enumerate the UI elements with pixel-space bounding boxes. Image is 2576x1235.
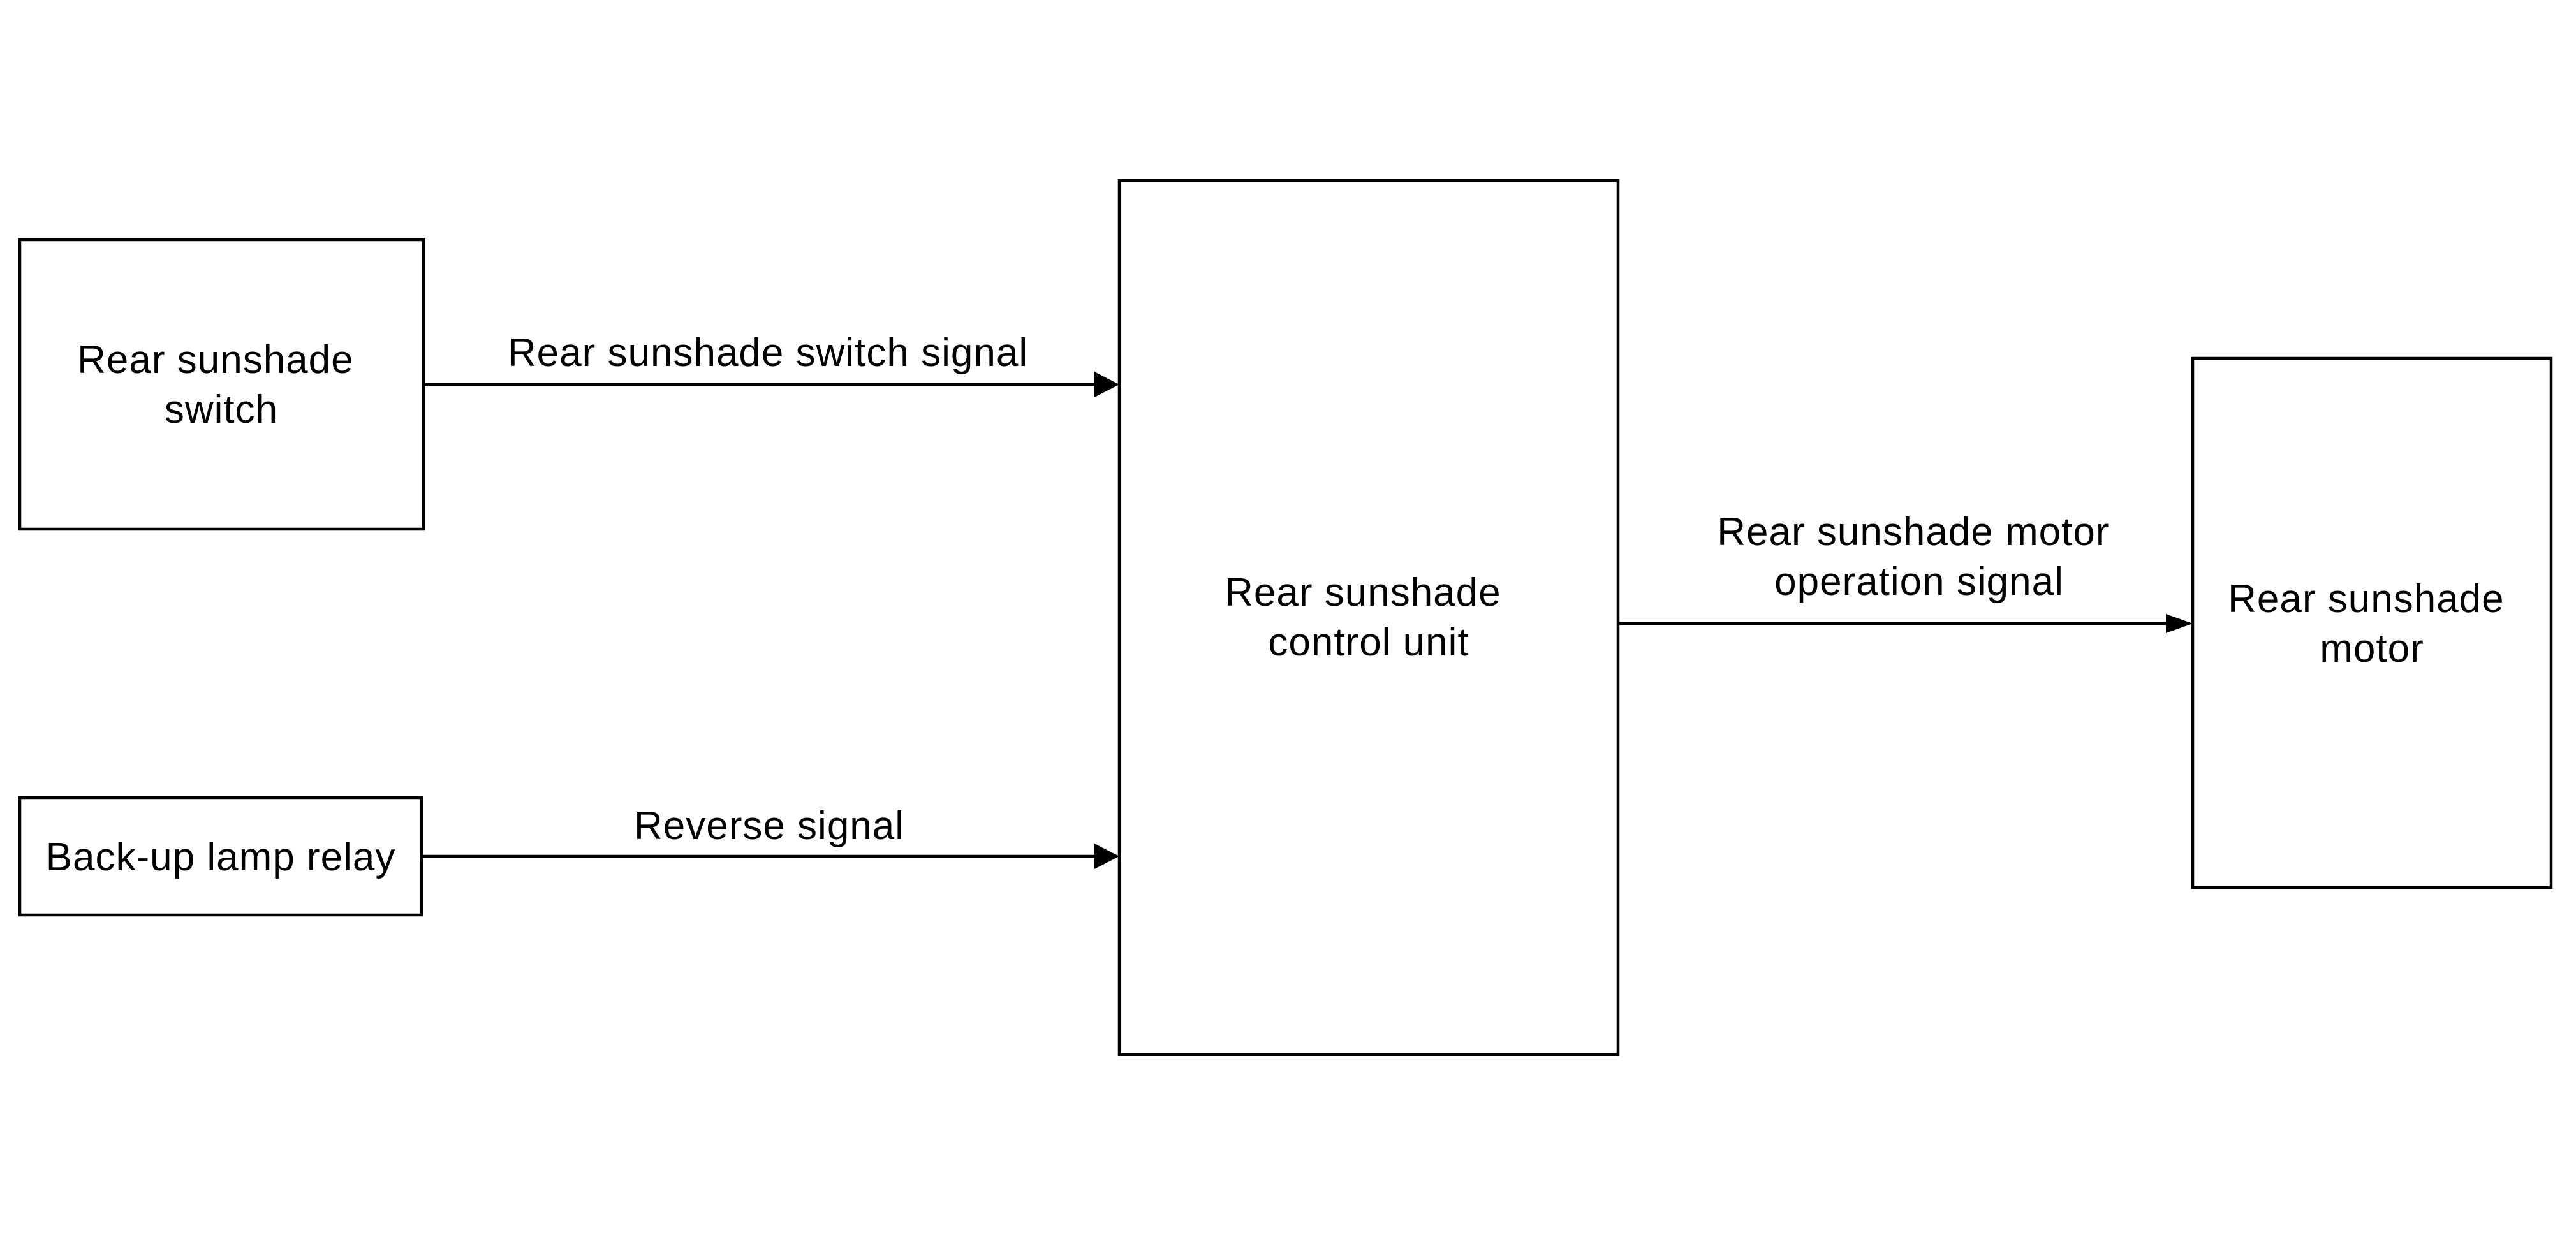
back-up-lamp-relay-label: Back-up lamp relay [46, 835, 396, 879]
switch-signal-label: Rear sunshade switch signal [508, 331, 1028, 375]
motor-operation-signal-connector: Rear sunshade motor operation signal [1618, 510, 2193, 633]
motor-operation-signal-arrowhead [2166, 614, 2193, 633]
rear-sunshade-switch-label: Rear sunshade switch [77, 338, 365, 432]
back-up-lamp-relay-block: Back-up lamp relay [18, 796, 423, 917]
rear-sunshade-switch-block: Rear sunshade switch [18, 238, 425, 531]
rear-sunshade-motor-block: Rear sunshade motor [2191, 356, 2553, 889]
reverse-signal-label: Reverse signal [634, 804, 904, 848]
switch-signal-arrowhead [1094, 372, 1119, 397]
reverse-signal-connector: Reverse signal [422, 804, 1119, 869]
reverse-signal-arrowhead [1094, 844, 1119, 869]
rear-sunshade-control-unit-label: Rear sunshade control unit [1225, 571, 1513, 664]
rear-sunshade-control-unit-block: Rear sunshade control unit [1117, 179, 1620, 1056]
rear-sunshade-motor-label: Rear sunshade motor [2228, 577, 2516, 671]
motor-operation-signal-label: Rear sunshade motor operation signal [1717, 510, 2121, 604]
switch-signal-connector: Rear sunshade switch signal [423, 331, 1119, 397]
